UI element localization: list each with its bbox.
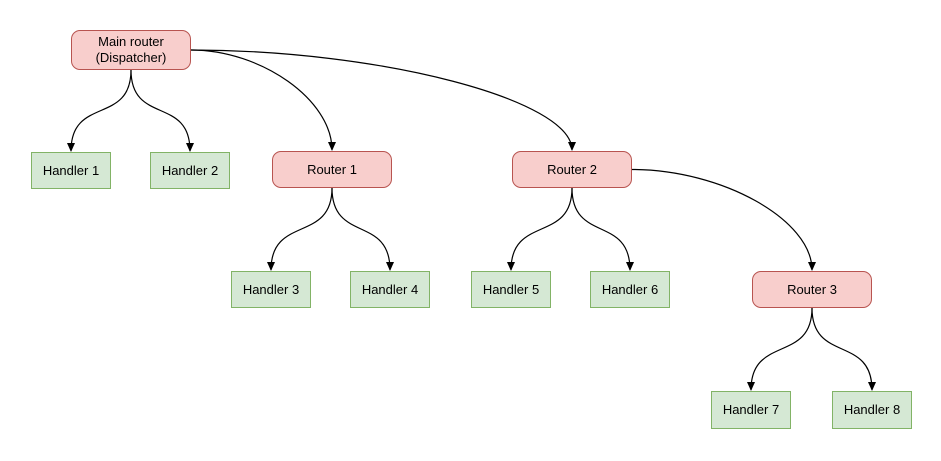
- node-label: Handler 5: [482, 281, 540, 297]
- node-label: Handler 8: [843, 402, 901, 417]
- node-label: Router 2: [547, 161, 597, 177]
- edge-router-1-to-handler-3[interactable]: [267, 187, 333, 271]
- node-handler-2[interactable]: Handler 2: [150, 152, 230, 189]
- node-handler-3[interactable]: Handler 3: [231, 271, 311, 308]
- edge-router-2-to-handler-5[interactable]: [507, 187, 573, 271]
- edge-main-router-to-router-2[interactable]: [190, 49, 576, 151]
- node-router-1[interactable]: Router 1: [272, 151, 392, 188]
- node-handler-4[interactable]: Handler 4: [350, 271, 430, 308]
- node-label: Handler 3: [242, 281, 300, 297]
- node-handler-7[interactable]: Handler 7: [711, 391, 791, 429]
- node-router-3[interactable]: Router 3: [752, 271, 872, 308]
- edge-main-router-to-handler-1[interactable]: [67, 69, 132, 152]
- edge-router-3-to-handler-8[interactable]: [811, 307, 876, 391]
- node-label: Router 1: [307, 161, 357, 177]
- node-label: Handler 7: [722, 402, 780, 417]
- edge-main-router-to-router-1[interactable]: [190, 49, 336, 151]
- node-main-router[interactable]: Main router (Dispatcher): [71, 30, 191, 70]
- node-handler-5[interactable]: Handler 5: [471, 271, 551, 308]
- node-label: Handler 1: [42, 162, 100, 178]
- node-handler-1[interactable]: Handler 1: [31, 152, 111, 189]
- edge-router-2-to-router-3[interactable]: [631, 168, 816, 271]
- edge-main-router-to-handler-2[interactable]: [130, 69, 194, 152]
- edge-router-1-to-handler-4[interactable]: [331, 187, 394, 271]
- node-label: Main router (Dispatcher): [95, 34, 167, 65]
- edge-router-3-to-handler-7[interactable]: [747, 307, 813, 391]
- edge-router-2-to-handler-6[interactable]: [571, 187, 634, 271]
- node-handler-8[interactable]: Handler 8: [832, 391, 912, 429]
- node-label: Handler 2: [161, 162, 219, 178]
- node-handler-6[interactable]: Handler 6: [590, 271, 670, 308]
- node-label: Handler 6: [601, 281, 659, 297]
- node-label: Router 3: [787, 281, 837, 297]
- node-router-2[interactable]: Router 2: [512, 151, 632, 188]
- node-label: Handler 4: [361, 281, 419, 297]
